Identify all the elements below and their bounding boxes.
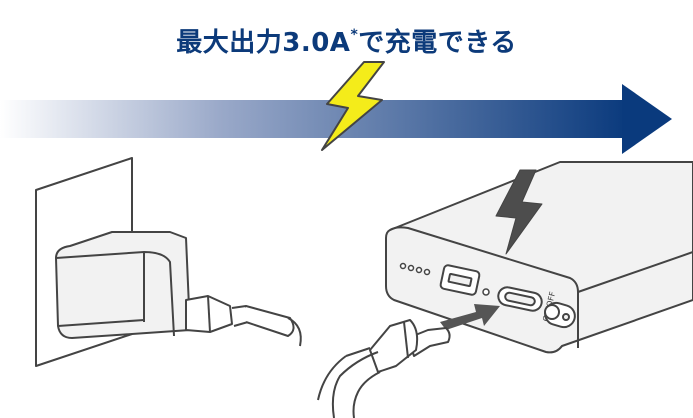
arrow-right-icon bbox=[440, 304, 500, 330]
headline-asterisk: * bbox=[350, 27, 359, 43]
wall-charger bbox=[55, 231, 191, 339]
usb-c-port bbox=[497, 286, 543, 312]
headline: 最大出力3.0A*で充電できる bbox=[0, 18, 693, 60]
battery-led-indicators bbox=[399, 262, 431, 276]
lightning-bolt-icon bbox=[321, 61, 385, 151]
power-button bbox=[544, 301, 576, 329]
headline-text-after: で充電できる bbox=[358, 28, 517, 58]
charge-flow-arrow bbox=[0, 84, 672, 154]
usb-c-cable bbox=[317, 319, 451, 418]
status-light bbox=[482, 288, 490, 296]
headline-text-before: 最大出力3.0A bbox=[176, 28, 351, 58]
power-bank bbox=[385, 161, 693, 354]
usb-a-port bbox=[439, 264, 481, 296]
charger-cable bbox=[185, 295, 302, 347]
device-lightning-bolt-icon bbox=[495, 169, 543, 255]
